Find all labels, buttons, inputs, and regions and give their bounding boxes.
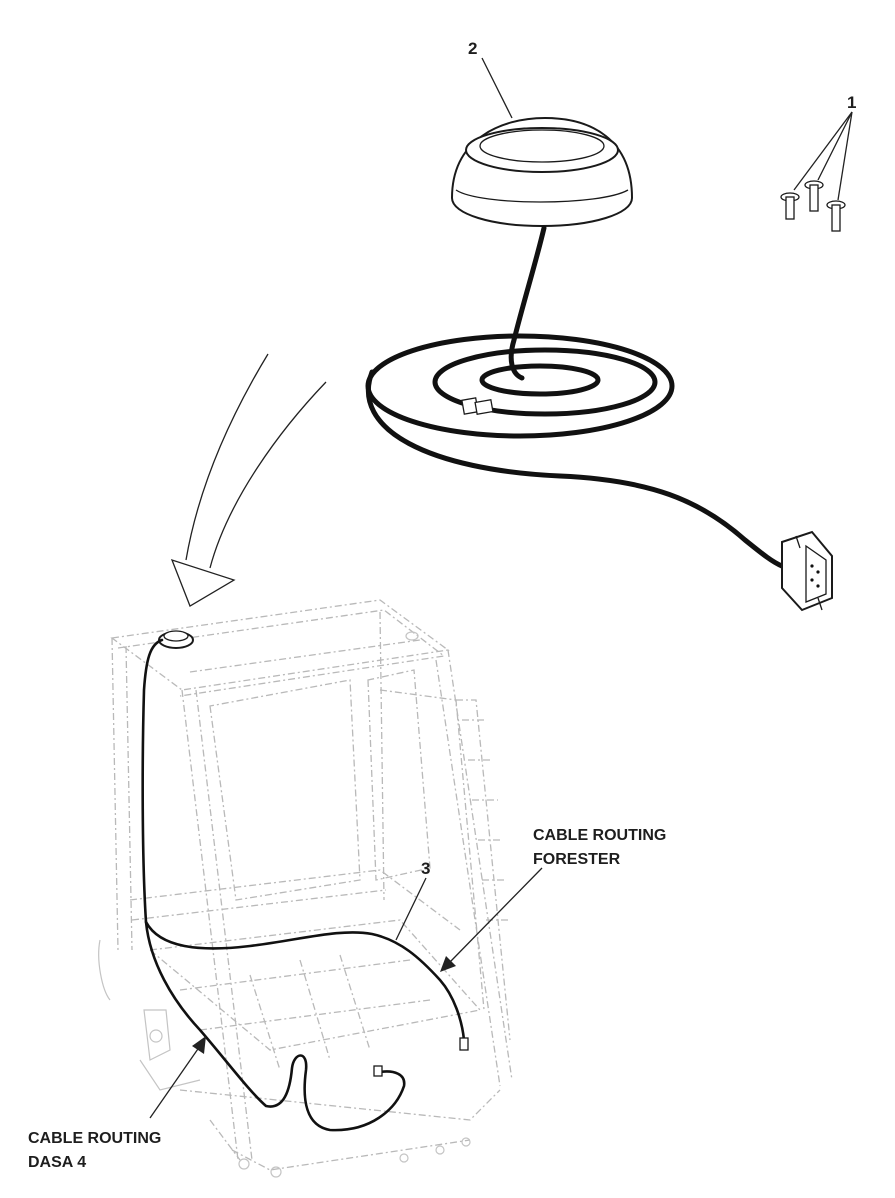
d-sub-connector-icon <box>781 530 833 612</box>
forester-routing-arrow <box>440 867 543 972</box>
callout-2: 2 <box>468 39 477 58</box>
antenna-dome-icon <box>450 116 634 228</box>
dasa-routing-arrow <box>149 1036 206 1119</box>
dasa-label-line1: CABLE ROUTING <box>28 1130 161 1147</box>
leader-line-2 <box>481 57 513 119</box>
dasa-label-line2: DASA 4 <box>28 1154 86 1171</box>
screw-icon <box>780 180 846 232</box>
cab-antenna-dome <box>158 630 194 649</box>
callout-1: 1 <box>847 93 856 112</box>
cab-cable-route <box>141 638 469 1132</box>
callout-3: 3 <box>421 859 430 878</box>
leader-line-1 <box>793 111 853 201</box>
leader-line-3 <box>395 877 427 941</box>
antenna-cable-coil <box>365 225 785 569</box>
forester-label-line2: FORESTER <box>533 851 621 868</box>
forester-label-line1: CABLE ROUTING <box>533 827 666 844</box>
inline-connector-icon <box>461 397 494 416</box>
install-arrow-icon <box>170 353 327 607</box>
